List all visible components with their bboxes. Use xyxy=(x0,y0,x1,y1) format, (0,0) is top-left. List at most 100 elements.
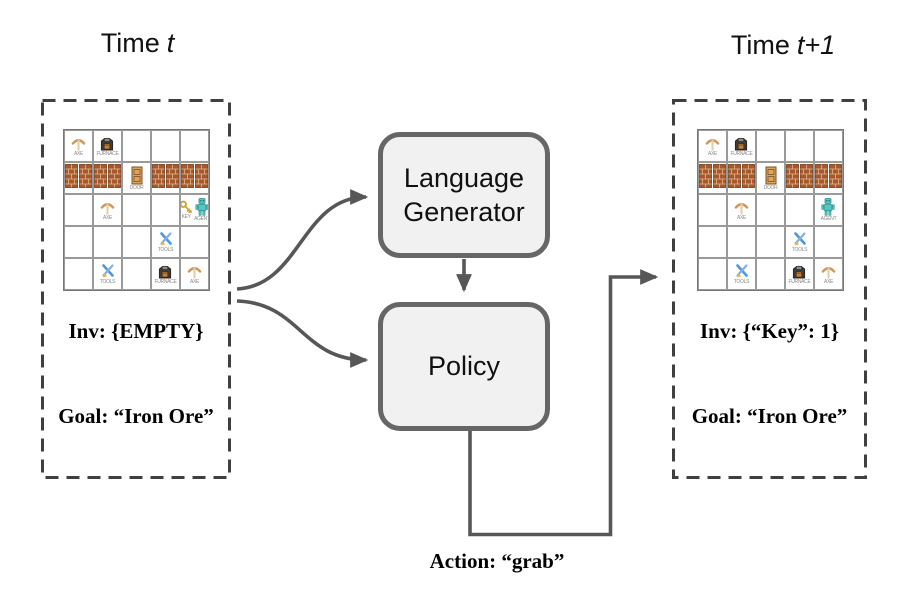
grid-cell xyxy=(93,226,122,258)
icon-caption: FURNACE xyxy=(730,151,753,157)
grid-cell xyxy=(64,194,93,226)
grid-cell xyxy=(151,130,180,162)
icon-caption: TOOLS xyxy=(733,279,750,285)
time-t-title-variable: t xyxy=(166,28,175,58)
grid-cell: AXE xyxy=(93,194,122,226)
furnace-icon: FURNACE xyxy=(96,135,119,157)
grid-cell xyxy=(698,194,727,226)
time-t1-panel: AXE FURNACE DOOR AXE AGENT TOOLS TOOLS FURNACE A… xyxy=(672,99,867,479)
grid-cell xyxy=(180,162,209,194)
language-generator-label-line2: Generator xyxy=(403,197,525,227)
brick-wall-icon xyxy=(181,163,194,193)
icon-caption: TOOLS xyxy=(791,247,808,253)
grid-cell: DOOR xyxy=(756,162,785,194)
inventory-text-t: Inv: {EMPTY} xyxy=(68,319,204,343)
grid-cell xyxy=(122,258,151,290)
grid-cell xyxy=(785,130,814,162)
grid-cell xyxy=(814,162,843,194)
grid-cell: AXE xyxy=(814,258,843,290)
action-label: Action: “grab” xyxy=(429,549,565,573)
agent-icon: AGENT xyxy=(194,198,208,222)
grid-cell xyxy=(64,258,93,290)
policy-box: Policy xyxy=(378,302,550,431)
icon-caption: AXE xyxy=(823,278,834,285)
furnace-icon: FURNACE xyxy=(730,135,753,157)
brick-wall-icon xyxy=(166,163,179,193)
brick-wall-icon xyxy=(152,163,165,193)
goal-text-t1: Goal: “Iron Ore” xyxy=(691,404,848,428)
icon-caption: FURNACE xyxy=(154,279,177,285)
grid-cell: AXE xyxy=(727,194,756,226)
language-generator-label-line1: Language xyxy=(403,162,525,193)
grid-cell xyxy=(814,226,843,258)
tools-icon: TOOLS xyxy=(792,231,808,253)
time-t1-title-variable: t+1 xyxy=(796,30,836,60)
brick-wall-icon xyxy=(800,163,813,193)
policy-label: Policy xyxy=(427,351,501,382)
icon-caption: DOOR xyxy=(763,184,778,191)
brick-wall-icon xyxy=(699,163,712,193)
brick-wall-icon xyxy=(195,163,208,193)
brick-wall-icon xyxy=(728,163,741,193)
time-t-title-text: Time xyxy=(100,28,160,58)
grid-cell xyxy=(151,194,180,226)
tools-icon: TOOLS xyxy=(734,263,750,285)
inventory-text-t1: Inv: {“Key”: 1} xyxy=(699,319,840,343)
grid-cell xyxy=(756,130,785,162)
brick-wall-icon xyxy=(815,163,828,193)
grid-cell xyxy=(698,226,727,258)
icon-caption: DOOR xyxy=(129,184,144,191)
tools-icon: TOOLS xyxy=(158,231,174,253)
grid-cell: TOOLS xyxy=(151,226,180,258)
pickaxe-icon: AXE xyxy=(71,136,86,157)
pickaxe-icon: AXE xyxy=(187,264,202,285)
grid-cell xyxy=(814,130,843,162)
icon-caption: FURNACE xyxy=(96,151,119,157)
grid-cell xyxy=(756,194,785,226)
grid-cell xyxy=(151,162,180,194)
furnace-icon: FURNACE xyxy=(788,263,811,285)
grid-cell xyxy=(64,162,93,194)
language-generator-box: Language Generator xyxy=(378,132,550,258)
state-to-language-generator-arrow xyxy=(236,189,369,291)
grid-cell xyxy=(698,162,727,194)
grid-cell xyxy=(756,226,785,258)
brick-wall-icon xyxy=(786,163,799,193)
brick-wall-icon xyxy=(65,163,78,193)
pickaxe-icon: AXE xyxy=(100,200,115,221)
state-to-policy-arrow xyxy=(236,299,369,368)
icon-caption: AXE xyxy=(736,214,747,221)
brick-wall-icon xyxy=(108,163,121,193)
brick-wall-icon xyxy=(94,163,107,193)
grid-cell: FURNACE xyxy=(151,258,180,290)
grid-cell: FURNACE xyxy=(785,258,814,290)
icon-caption: FURNACE xyxy=(788,279,811,285)
grid-cell xyxy=(122,130,151,162)
grid-cell: TOOLS xyxy=(93,258,122,290)
grid-cell xyxy=(756,258,785,290)
icon-caption: AXE xyxy=(189,278,200,285)
grid-cell xyxy=(698,258,727,290)
icon-caption: TOOLS xyxy=(99,279,116,285)
icon-caption: AXE xyxy=(73,150,84,157)
grid-cell xyxy=(727,162,756,194)
time-t1-title-text: Time xyxy=(730,30,790,60)
furnace-icon: FURNACE xyxy=(154,263,177,285)
grid-cell xyxy=(180,226,209,258)
icon-caption: AXE xyxy=(707,150,718,157)
icon-caption: KEY xyxy=(181,214,191,220)
door-icon: DOOR xyxy=(130,166,144,191)
grid-cell: TOOLS xyxy=(727,258,756,290)
brick-wall-icon xyxy=(79,163,92,193)
pickaxe-icon: AXE xyxy=(821,264,836,285)
goal-text-t: Goal: “Iron Ore” xyxy=(58,404,214,428)
grid-cell xyxy=(64,226,93,258)
icon-caption: TOOLS xyxy=(157,247,174,253)
icon-caption: AGENT xyxy=(820,216,837,222)
